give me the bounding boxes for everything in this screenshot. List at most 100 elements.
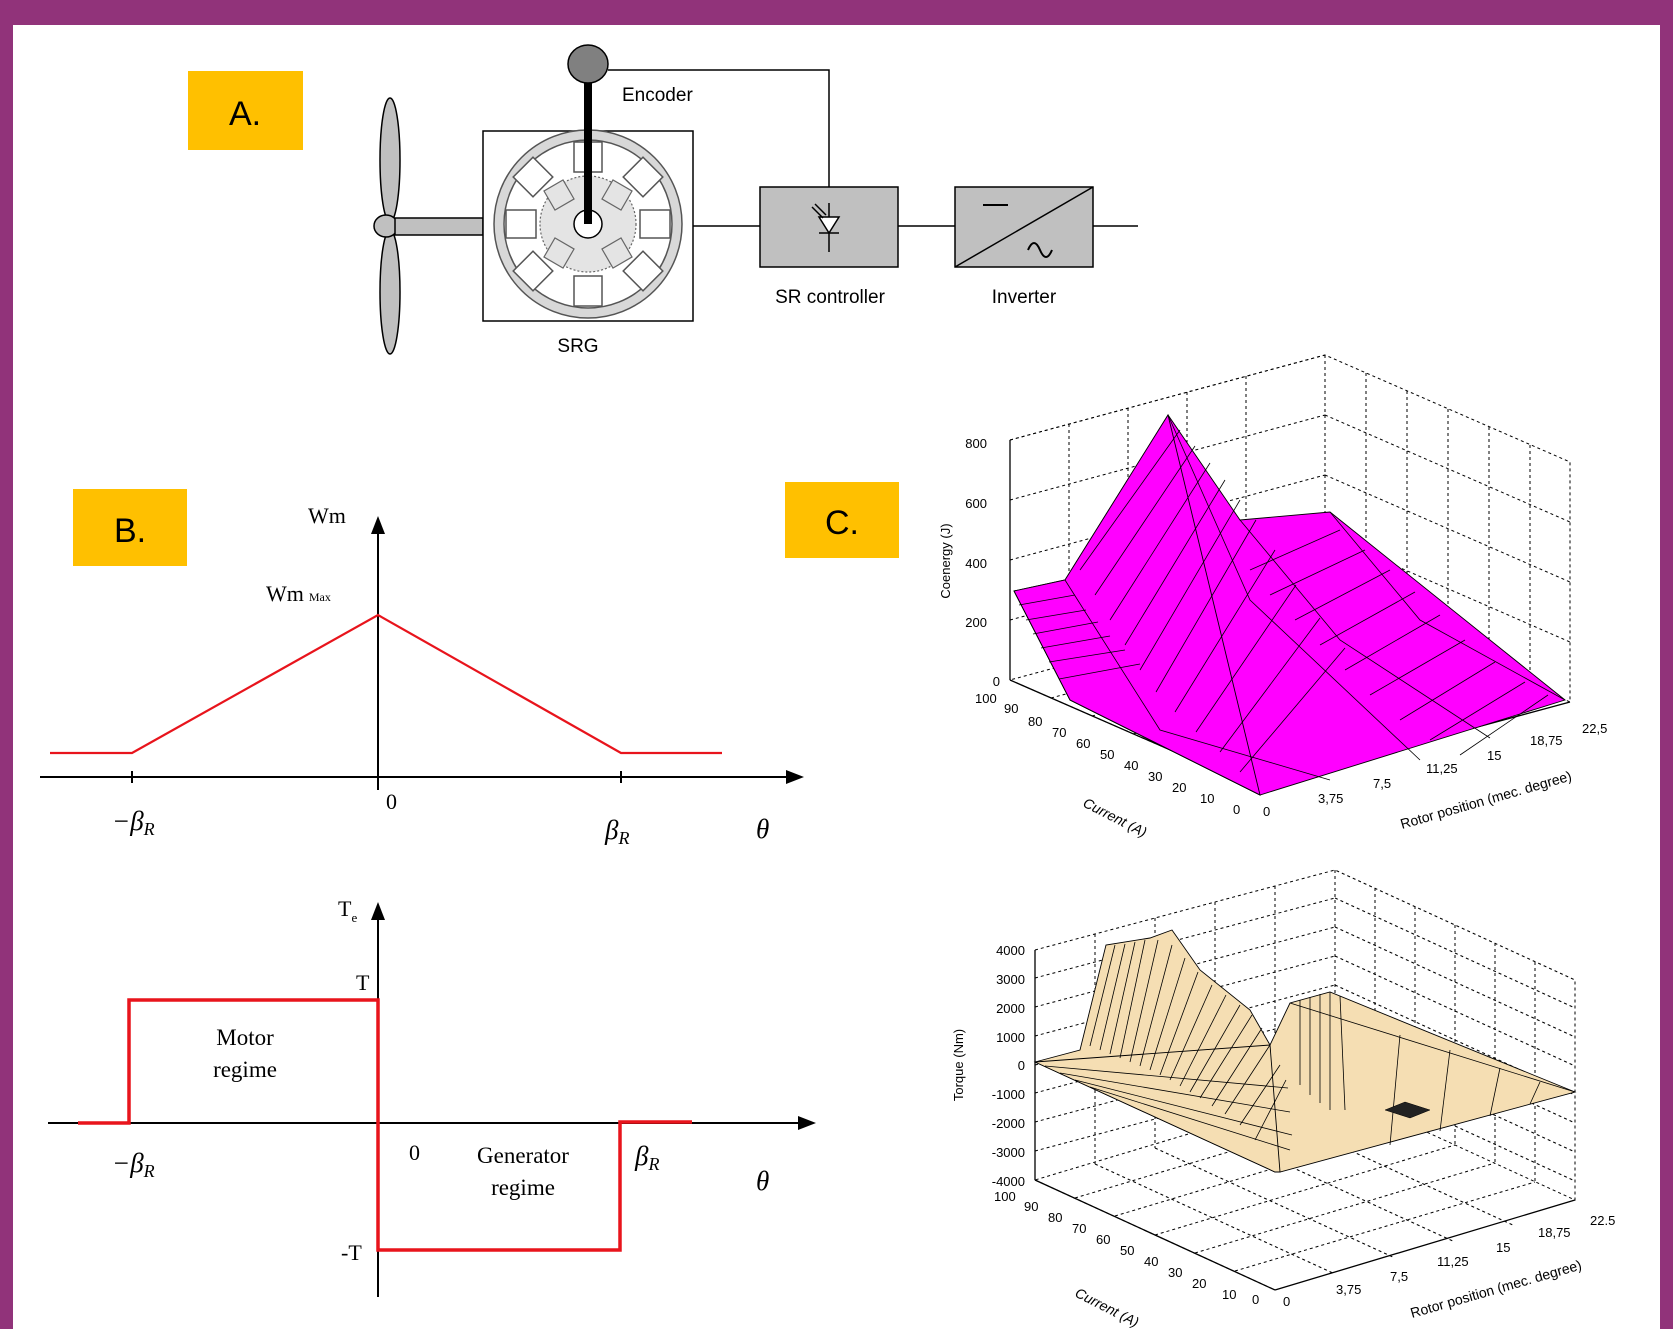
inverter-diagonal [954, 186, 1094, 268]
coenergy-rotor-ticks: 0 3,75 7,5 11,25 15 18,75 22,5 [1263, 721, 1607, 819]
shaft [394, 217, 484, 236]
torque-z-tick: 4000 [996, 943, 1025, 958]
inverter-block [954, 186, 1094, 268]
current-tick: 100 [994, 1189, 1016, 1204]
wm-theta-label: θ [756, 814, 769, 844]
rotor-tick: 3,75 [1318, 791, 1343, 806]
wm-pos-beta-label: βR [604, 815, 629, 848]
label-box-c [785, 482, 899, 558]
current-tick: 0 [1233, 802, 1240, 817]
rotor-pole [601, 237, 633, 269]
label-box-a [188, 71, 303, 150]
label-b: B. [114, 512, 146, 550]
panel-c: C. [785, 354, 1615, 1329]
rotor-tick: 15 [1487, 748, 1501, 763]
coenergy-z-tick: 600 [965, 496, 987, 511]
torque-rotor-axis [1274, 1199, 1576, 1291]
te-neg-beta-label: −βR [112, 1148, 155, 1181]
coenergy-z-tick: 200 [965, 615, 987, 630]
torque-z-tick: -2000 [992, 1116, 1025, 1131]
current-tick: 20 [1172, 780, 1186, 795]
current-tick: 40 [1124, 758, 1138, 773]
coenergy-z-tick: 800 [965, 436, 987, 451]
te-curve [78, 998, 692, 1252]
current-tick: 70 [1072, 1221, 1086, 1236]
sr-controller-block [759, 186, 899, 268]
label-c: C. [825, 504, 859, 542]
thyristor-icon [811, 203, 841, 252]
wm-origin-label: 0 [386, 789, 397, 814]
stator-pole [505, 209, 537, 239]
encoder-disk [567, 44, 609, 84]
current-tick: 90 [1024, 1199, 1038, 1214]
rotor-tick: 3,75 [1336, 1282, 1361, 1297]
torque-surface [1033, 929, 1577, 1173]
rotor-tick: 7,5 [1373, 776, 1391, 791]
stator-pole [512, 156, 554, 198]
wm-axis-arrow-icon [371, 516, 385, 534]
rotor-tick: 18,75 [1530, 733, 1563, 748]
torque-ylabel: Torque (Nm) [951, 1029, 966, 1101]
torque-z-tick: 1000 [996, 1030, 1025, 1045]
current-tick: 80 [1028, 714, 1042, 729]
frame-right [1660, 0, 1673, 1329]
panel-a: A. [188, 44, 1138, 357]
torque-surface-mesh [1044, 939, 1576, 1151]
current-tick: 80 [1048, 1210, 1062, 1225]
te-neg-t-label: -T [341, 1240, 362, 1265]
coenergy-plot: 800 600 400 200 0 Coenergy (J) 100 90 80… [938, 354, 1607, 840]
current-tick: 60 [1096, 1232, 1110, 1247]
te-axis-label: Te [338, 896, 357, 925]
blade-top [379, 97, 401, 223]
rotor-tick: 11,25 [1426, 761, 1458, 776]
coenergy-z-tick: 0 [993, 674, 1000, 689]
current-tick: 10 [1222, 1287, 1236, 1302]
torque-rotor-ticks: 0 3,75 7,5 11,25 15 18,75 22.5 [1283, 1213, 1615, 1309]
srg-machine [482, 44, 694, 322]
torque-z-tick: 3000 [996, 972, 1025, 987]
rotor-pole [601, 179, 633, 211]
wm-curve [50, 613, 722, 755]
stator-pole [622, 156, 664, 198]
coenergy-surface [1013, 413, 1566, 796]
encoder-feedback-wire [608, 69, 830, 187]
torque-z-tick: 0 [1018, 1058, 1025, 1073]
rotor-pole [543, 179, 575, 211]
rotor-tick: 0 [1283, 1294, 1290, 1309]
coenergy-surface-mesh [1013, 414, 1566, 796]
coenergy-z-tick: 400 [965, 556, 987, 571]
te-theta-arrow-icon [798, 1116, 816, 1130]
srg-label: SRG [557, 336, 598, 357]
torque-surface-dip [1384, 1101, 1431, 1119]
encoder-label: Encoder [622, 85, 693, 106]
current-tick: 20 [1192, 1276, 1206, 1291]
current-tick: 90 [1004, 701, 1018, 716]
rotor-tick: 22.5 [1590, 1213, 1615, 1228]
rotor-tick: 22,5 [1582, 721, 1607, 736]
current-tick: 30 [1148, 769, 1162, 784]
frame-left [0, 0, 13, 1329]
torque-plot: 4000 3000 2000 1000 0 -1000 -2000 -3000 … [951, 869, 1615, 1329]
coenergy-current-ticks: 100 90 80 70 60 50 40 30 20 10 0 [975, 691, 1240, 817]
current-tick: 60 [1076, 736, 1090, 751]
current-tick: 30 [1168, 1265, 1182, 1280]
torque-z-tick: -1000 [992, 1087, 1025, 1102]
current-tick: 100 [975, 691, 997, 706]
stator-pole [573, 275, 603, 307]
generator-regime-line1: Generator [477, 1143, 569, 1168]
rotor-tick: 15 [1496, 1240, 1510, 1255]
label-a: A. [229, 95, 261, 133]
generator-regime-line2: regime [491, 1175, 555, 1200]
rotor-tick: 18,75 [1538, 1225, 1571, 1240]
wind-turbine [373, 97, 484, 355]
te-t-level-label: T [356, 970, 370, 995]
torque-z-tick: -3000 [992, 1145, 1025, 1160]
rotor-tick: 7,5 [1390, 1269, 1408, 1284]
motor-regime-line2: regime [213, 1057, 277, 1082]
current-tick: 0 [1252, 1292, 1259, 1307]
torque-current-label: Current (A) [1073, 1284, 1142, 1329]
